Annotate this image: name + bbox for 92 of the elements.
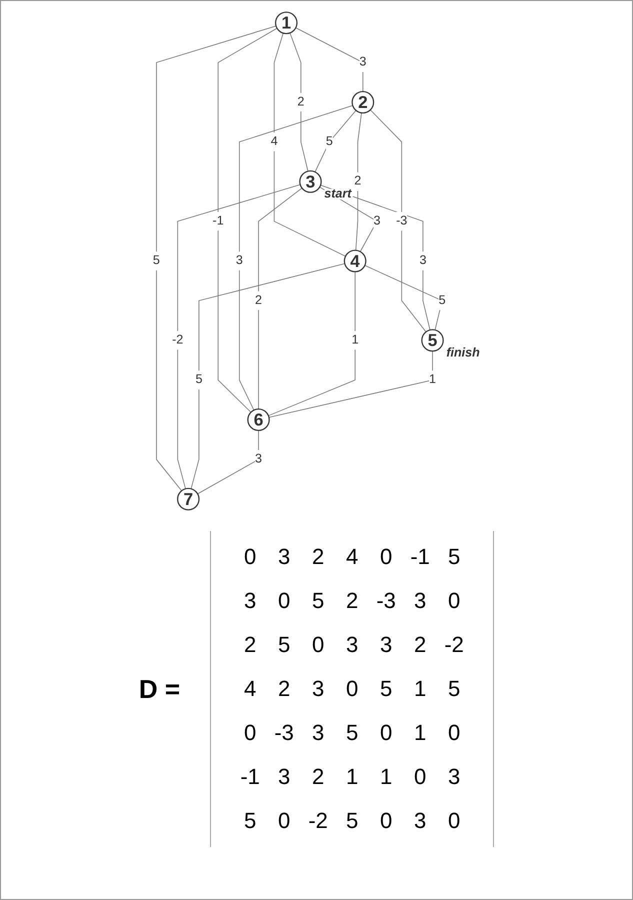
matrix-entry: -2 [307,807,329,835]
connector [177,184,301,490]
edge-label: -2 [172,333,184,347]
edge-label: 2 [354,174,362,188]
matrix-entry: 3 [276,543,292,571]
edge-label: 3 [254,452,262,466]
node-circle: 6 [247,408,270,432]
matrix-entry: 0 [446,807,462,835]
connector [197,430,259,494]
connector [218,28,278,413]
edge-label: 5 [438,294,446,307]
connector [238,105,354,411]
matrix-entry: 5 [242,807,258,835]
matrix-entry: 0 [276,807,292,835]
edge-label: 3 [236,254,243,268]
edge-label: -3 [396,214,408,228]
node-circle: 4 [344,250,366,272]
matrix-entry: 3 [412,587,428,615]
connector [190,263,346,490]
matrix-entry: 5 [446,675,462,703]
node-circle: 1 [274,12,298,34]
matrix-entry: 0 [276,587,292,615]
matrix-entry: 5 [378,675,394,703]
matrix-entry: 3 [344,631,360,659]
matrix-entry: 5 [310,587,326,615]
matrix-entry: 1 [412,719,428,747]
edge-label: 3 [373,214,380,228]
matrix-entry: 0 [344,675,360,703]
edge-label: 3 [419,254,426,268]
matrix-entry: 0 [310,631,326,659]
node-caption: finish [446,345,480,360]
matrix-label: D = [138,674,180,704]
matrix-entry: 2 [242,631,258,659]
connector [258,188,302,410]
matrix-entry: 4 [344,543,360,571]
connector [314,110,356,172]
matrix-entry: 3 [446,763,462,791]
matrix-entry: -2 [443,631,465,659]
matrix-entry: -1 [409,543,431,571]
edge-label: 1 [428,373,436,386]
matrix-entry: 3 [412,807,428,835]
edge-label: -1 [212,214,224,228]
matrix-entry: 3 [276,763,292,791]
matrix-entry: 2 [412,631,428,659]
edge-label: 1 [352,333,359,347]
matrix-entry: 0 [446,587,462,615]
connector [268,350,433,418]
matrix-entry: 1 [412,675,428,703]
matrix-entry: 1 [378,763,394,791]
node-circle: 5 [421,329,444,352]
matrix-entry: 0 [242,719,258,747]
matrix-entry: -3 [273,719,295,747]
connector [268,271,356,416]
matrix-entry: 3 [242,587,258,615]
connector [156,26,276,492]
edge-label: 3 [359,56,366,69]
node-circle: 2 [352,90,374,114]
connector [274,32,346,257]
matrix-entry: 5 [446,543,462,571]
node-circle: 3 [299,170,322,193]
matrix-entry: -3 [375,587,397,615]
edge-label: 5 [195,373,202,386]
matrix-entry: 0 [242,543,258,571]
matrix-entry: 3 [310,719,326,747]
edge-label: 4 [270,134,278,148]
matrix-entry: 4 [242,675,258,703]
matrix-entry: 5 [276,631,292,659]
matrix-entry: 2 [310,543,326,571]
matrix-entry: 0 [378,719,394,747]
edge-label: 2 [297,95,304,109]
matrix-entry: 2 [344,587,360,615]
node-circle: 7 [176,488,200,510]
matrix-entry: 1 [344,763,360,791]
connector [355,112,362,251]
edge-label: 2 [254,294,262,307]
matrix-entry: 2 [276,675,292,703]
connector [290,32,308,172]
matrix-entry: 0 [378,807,394,835]
matrix-entry: 2 [310,763,326,791]
connector [370,110,426,332]
edge-label: 5 [326,134,333,148]
connector [364,265,443,330]
matrix-entry: 5 [344,719,360,747]
connector [295,27,364,92]
matrix-entry: 0 [412,763,428,791]
edge-label: 5 [152,254,160,268]
matrix-entry: 5 [344,807,360,835]
matrix-entry: 3 [378,631,394,659]
matrix-entry: 0 [446,719,462,747]
matrix-entry: 0 [378,543,394,571]
matrix-entry: -1 [239,763,261,791]
matrix-entry: 3 [310,675,326,703]
